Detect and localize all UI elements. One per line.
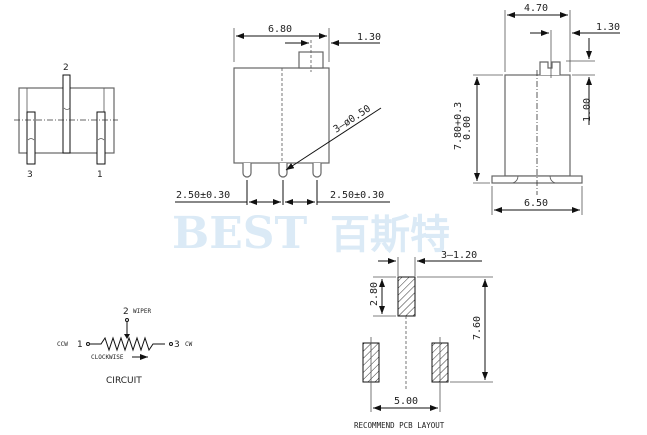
circuit-pin2: 2 [123, 307, 129, 317]
knob-height-dim: 1.00 [582, 98, 593, 122]
bottom-view: 2 3 1 [14, 63, 118, 180]
clockwise-label: CLOCKWISE [91, 354, 124, 361]
front-width-dim: 6.80 [268, 24, 292, 35]
front-view: 6.80 1.30 3—ø0.50 2.50±0.30 2.50±0.30 [175, 24, 390, 205]
total-height-dim: 7.80+0.3 [453, 102, 464, 150]
ccw-label: CCW [57, 341, 68, 348]
hole-dim: 3—ø0.50 [332, 103, 373, 135]
circuit-pin1: 1 [77, 340, 83, 350]
pin-1-label: 1 [97, 170, 103, 180]
pin-2-label: 2 [63, 63, 69, 73]
front-offset-dim: 1.30 [357, 32, 381, 43]
total-height-tol: 0.00 [462, 116, 473, 140]
wiper-label: WIPER [133, 308, 151, 315]
watermark-latin: BEST [172, 208, 308, 259]
total-pcb-height-dim: 7.60 [472, 316, 483, 340]
circuit-schematic: CCW 1 3 CW 2 WIPER CLOCKWISE CIRCUIT [57, 307, 193, 386]
pcb-layout-title: RECOMMEND PCB LAYOUT [354, 421, 445, 430]
pin-3-label: 3 [27, 170, 33, 180]
pad-height-dim: 2.80 [369, 282, 380, 306]
pad-width-dim: 3—1.20 [441, 250, 477, 261]
side-view: 4.70 1.30 1.00 7.80+0.3 0.00 6.50 [453, 3, 620, 215]
pcb-layout: 3—1.20 2.80 7.60 5.00 RECOMMEND PCB LAYO… [354, 250, 493, 430]
watermark-cjk: 百斯特 [330, 211, 450, 258]
pitch-left-dim: 2.50±0.30 [176, 190, 230, 201]
cw-label: CW [185, 341, 193, 348]
base-width-dim: 6.50 [524, 198, 548, 209]
pitch-right-dim: 2.50±0.30 [330, 190, 384, 201]
circuit-pin3: 3 [174, 340, 180, 350]
watermark: BEST 百斯特 [172, 208, 450, 259]
side-width-dim: 4.70 [524, 3, 548, 14]
circuit-title: CIRCUIT [106, 376, 142, 386]
pcb-pitch-dim: 5.00 [394, 396, 418, 407]
side-offset-dim: 1.30 [596, 22, 620, 33]
